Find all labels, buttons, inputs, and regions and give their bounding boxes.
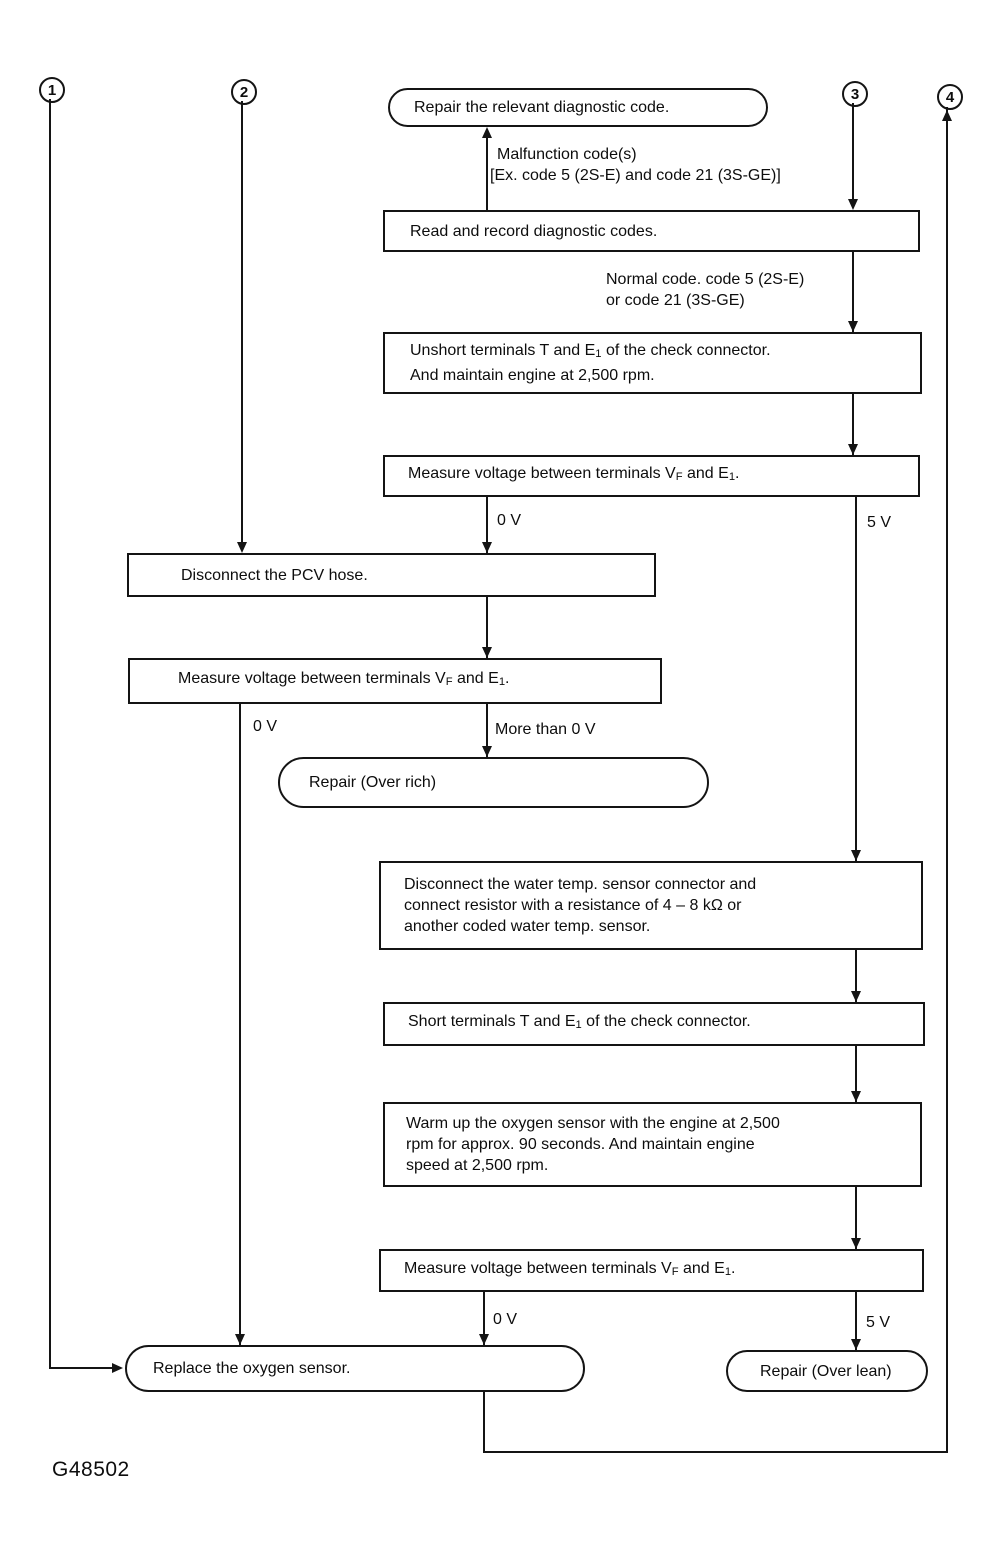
edge-label-normal-2: or code 21 (3S-GE) (606, 292, 745, 309)
arrowhead-down (851, 850, 861, 861)
node-text: Short terminals T and E1 of the check co… (408, 1013, 751, 1032)
node-text: Repair the relevant diagnostic code. (414, 99, 670, 116)
arrowhead-down (482, 647, 492, 658)
arrowhead-right (112, 1363, 123, 1373)
edge-label-normal-1: Normal code. code 5 (2S-E) (606, 271, 805, 288)
node-measure-voltage-2: Measure voltage between terminals VF and… (128, 658, 662, 704)
arrowhead-down (851, 1339, 861, 1350)
node-repair-over-rich: Repair (Over rich) (278, 757, 709, 808)
arrowhead-down (851, 1238, 861, 1249)
node-repair-relevant-diagnostic-code: Repair the relevant diagnostic code. (388, 88, 768, 127)
page-connector-2: 2 (231, 79, 257, 105)
node-text: Warm up the oxygen sensor with the engin… (406, 1115, 780, 1132)
node-text: speed at 2,500 rpm. (406, 1157, 549, 1174)
edge-line-malfunction (486, 132, 488, 210)
node-text: Read and record diagnostic codes. (410, 222, 658, 240)
edge-line-connector1-turn (49, 1367, 114, 1369)
edge-line-connector3 (852, 103, 854, 199)
page-connector-1: 1 (39, 77, 65, 103)
node-text: Measure voltage between terminals VF and… (408, 465, 740, 484)
arrowhead-down (851, 1091, 861, 1102)
edge-line (852, 252, 854, 332)
edge-label-malfunction-2: [Ex. code 5 (2S-E) and code 21 (3S-GE)] (490, 167, 781, 184)
edge-line-connector4-return (946, 107, 948, 1453)
edge-line-connector2 (241, 101, 243, 542)
arrowhead-up (942, 110, 952, 121)
node-disconnect-water-temp-sensor: Disconnect the water temp. sensor connec… (379, 861, 923, 950)
node-text: Disconnect the PCV hose. (181, 566, 368, 584)
edge-line (486, 597, 488, 658)
arrowhead-down (482, 542, 492, 553)
arrowhead-down (479, 1334, 489, 1345)
node-text: Measure voltage between terminals VF and… (178, 670, 510, 689)
arrowhead-down (848, 199, 858, 210)
edge-label-5v-1: 5 V (867, 514, 892, 531)
node-repair-over-lean: Repair (Over lean) (726, 1350, 928, 1392)
edge-line-0v (483, 1292, 485, 1345)
edge-line-0v (239, 702, 241, 1345)
page-connector-4: 4 (937, 84, 963, 110)
node-replace-oxygen-sensor: Replace the oxygen sensor. (125, 1345, 585, 1392)
node-measure-voltage-3: Measure voltage between terminals VF and… (379, 1249, 924, 1292)
edge-label-0v-1: 0 V (497, 512, 522, 529)
edge-line-0v (486, 497, 488, 553)
edge-line-return-bottom (483, 1451, 948, 1453)
arrowhead-down (848, 444, 858, 455)
edge-label-more-than-0v: More than 0 V (495, 721, 596, 738)
node-text: Repair (Over lean) (760, 1362, 892, 1380)
page-connector-3: 3 (842, 81, 868, 107)
node-disconnect-pcv-hose: Disconnect the PCV hose. (127, 553, 656, 597)
edge-line (855, 950, 857, 1002)
arrowhead-down (848, 321, 858, 332)
figure-id: G48502 (52, 1458, 130, 1481)
edge-line-5v (855, 1292, 857, 1350)
edge-line (855, 1046, 857, 1102)
edge-label-0v-3: 0 V (493, 1311, 518, 1328)
edge-label-0v-2: 0 V (253, 718, 278, 735)
node-text: Repair (Over rich) (309, 774, 437, 791)
arrowhead-down (235, 1334, 245, 1345)
node-text: Disconnect the water temp. sensor connec… (404, 876, 757, 893)
edge-line-return (483, 1392, 485, 1453)
node-unshort-terminals: Unshort terminals T and E1 of the check … (383, 332, 922, 394)
node-text: another coded water temp. sensor. (404, 918, 651, 935)
edge-line (855, 1187, 857, 1249)
edge-line-5v (855, 497, 857, 861)
node-text: And maintain engine at 2,500 rpm. (410, 367, 655, 384)
edge-line-connector1 (49, 99, 51, 1369)
node-text: Measure voltage between terminals VF and… (404, 1259, 736, 1278)
node-measure-voltage-1: Measure voltage between terminals VF and… (383, 455, 920, 497)
arrowhead-down (851, 991, 861, 1002)
arrowhead-down (482, 746, 492, 757)
edge-label-5v-2: 5 V (866, 1314, 891, 1331)
node-text: connect resistor with a resistance of 4 … (404, 897, 742, 914)
node-warm-up-oxygen-sensor: Warm up the oxygen sensor with the engin… (383, 1102, 922, 1187)
node-read-record-diagnostic-codes: Read and record diagnostic codes. (383, 210, 920, 252)
node-text: rpm for approx. 90 seconds. And maintain… (406, 1136, 755, 1153)
node-text: Unshort terminals T and E1 of the check … (410, 341, 771, 360)
edge-label-malfunction-1: Malfunction code(s) (497, 146, 637, 163)
node-short-terminals: Short terminals T and E1 of the check co… (383, 1002, 925, 1046)
node-text: Replace the oxygen sensor. (153, 1360, 351, 1377)
arrowhead-down (237, 542, 247, 553)
arrowhead-up (482, 127, 492, 138)
edge-line (852, 394, 854, 455)
edge-line-more-than-0v (486, 702, 488, 757)
